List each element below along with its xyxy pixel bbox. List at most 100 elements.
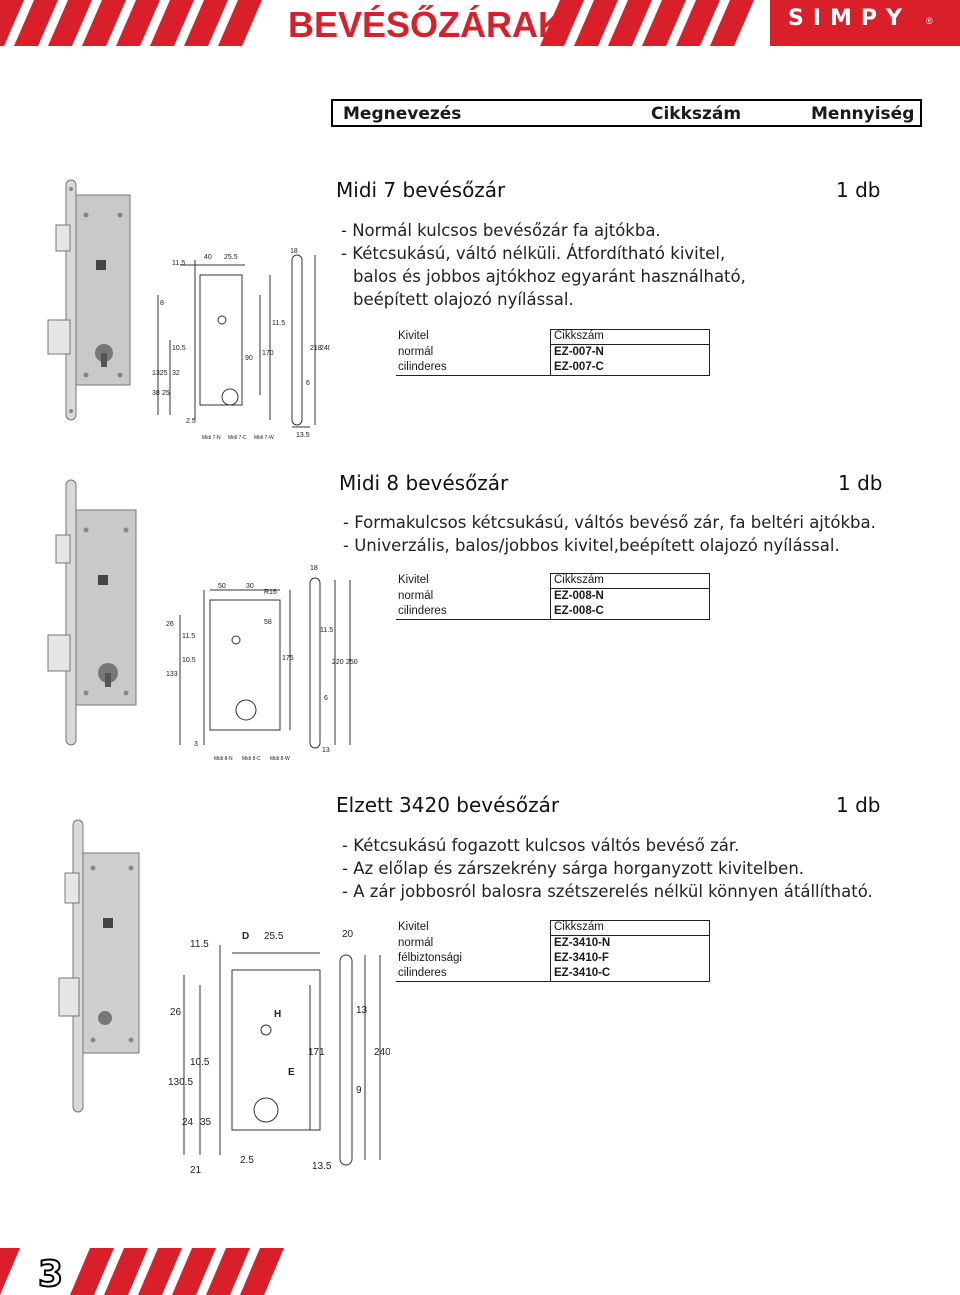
svg-text:Midi 8-C: Midi 8-C [242,756,261,762]
svg-text:Midi 8-W: Midi 8-W [270,756,290,762]
svg-text:24: 24 [182,1117,194,1128]
product-description: - Kétcsukású fogazott kulcsos váltós bev… [342,834,873,903]
svg-text:90: 90 [245,355,253,362]
table-cell-code: EZ-007-N [554,346,604,358]
technical-drawing-midi7: 11.5 40 25.5 18 8 1325 10.5 32 38 25 170… [152,248,330,441]
description-line: - Az előlap és zárszekrény sárga horgany… [342,859,805,878]
product-description: - Normál kulcsos bevésőzár fa ajtókba. -… [341,219,746,311]
svg-text:240: 240 [374,1047,390,1058]
svg-text:13.5: 13.5 [312,1161,332,1172]
svg-text:D: D [242,931,249,942]
svg-text:35: 35 [200,1117,212,1128]
description-line: balos és jobbos ajtókhoz egyaránt haszná… [353,267,746,286]
description-line: beépített olajozó nyílással. [353,290,574,309]
svg-text:26: 26 [170,1007,182,1018]
svg-text:240: 240 [320,345,330,352]
svg-text:9: 9 [356,1085,362,1096]
table-header-kind: Kivitel [398,921,429,933]
svg-text:Midi 7-W: Midi 7-W [254,435,274,441]
svg-text:8: 8 [160,300,164,307]
svg-text:10.5: 10.5 [172,345,186,352]
svg-text:218: 218 [310,345,322,352]
svg-text:25.5: 25.5 [264,931,284,942]
svg-text:11.5: 11.5 [182,633,195,640]
table-header-code: Cikkszám [554,330,604,342]
header-stripes [0,0,960,46]
table-cell-code: EZ-008-N [554,590,604,602]
dim-label: 11.5 [172,260,185,267]
description-line: - Formakulcsos kétcsukású, váltós bevéső… [343,513,876,532]
table-cell-code: EZ-007-C [554,361,604,373]
product-photo-midi7 [47,179,131,421]
page-header: BEVÉSŐZÁRAK SIMPY ® [0,0,960,46]
svg-text:11.5: 11.5 [320,627,333,634]
variant-table: Kivitel Cikkszám normál EZ-008-N cilinde… [396,573,710,620]
svg-text:3: 3 [194,741,198,748]
table-cell-kind: normál [398,937,434,949]
svg-text:130.5: 130.5 [168,1077,193,1088]
svg-text:30: 30 [246,583,254,590]
description-line: - Kétcsukású fogazott kulcsos váltós bev… [342,836,740,855]
brand-logo: SIMPY [788,6,911,31]
column-header-quantity: Mennyiség [811,104,915,124]
technical-drawing-elzett3420: 11.5 D 25.5 20 26 H 13 10.5 130.5 E 171 … [168,929,390,1175]
svg-text:38: 38 [152,390,160,397]
svg-text:20: 20 [342,929,354,940]
svg-text:6: 6 [306,380,310,387]
column-header-code: Cikkszám [651,104,742,124]
product-quantity: 1 db [836,793,881,817]
svg-text:32: 32 [172,370,180,377]
svg-text:58: 58 [264,619,272,626]
svg-text:25.5: 25.5 [224,254,238,261]
column-header-name: Megnevezés [343,104,462,124]
table-cell-kind: cilinderes [398,605,447,617]
svg-text:13: 13 [356,1005,368,1016]
product-title: Midi 7 bevésőzár [336,178,506,202]
product-photo-midi8 [47,479,137,746]
svg-text:18: 18 [290,248,298,255]
svg-text:11.5: 11.5 [272,320,285,327]
description-line: - Kétcsukású, váltó nélküli. Átfordíthat… [341,244,726,263]
svg-text:10.5: 10.5 [190,1057,210,1068]
svg-text:Midi 7-C: Midi 7-C [228,435,247,441]
table-cell-kind: cilinderes [398,361,447,373]
footer-stripes [0,1248,960,1295]
svg-text:25: 25 [162,390,170,397]
svg-text:Midi 8-N: Midi 8-N [214,756,233,762]
svg-text:13.5: 13.5 [296,432,310,439]
brand-registered-mark: ® [926,16,933,26]
table-cell-kind: normál [398,590,434,602]
table-header-kind: Kivitel [398,574,429,586]
table-header-code: Cikkszám [554,574,604,586]
table-header-kind: Kivitel [398,330,429,342]
svg-text:E: E [288,1067,295,1078]
page-number: 3 [37,1253,64,1295]
svg-text:11.5: 11.5 [190,939,209,950]
variant-table: Kivitel Cikkszám normál EZ-007-N cilinde… [396,329,710,376]
description-line: - Normál kulcsos bevésőzár fa ajtókba. [341,221,661,240]
svg-text:18: 18 [310,565,318,572]
table-cell-code: EZ-008-C [554,605,604,617]
svg-text:170: 170 [262,350,274,357]
table-cell-kind: normál [398,346,434,358]
product-title: Elzett 3420 bevésőzár [336,793,560,817]
variant-table: Kivitel Cikkszám normál EZ-3410-N félbiz… [396,920,710,982]
svg-text:40: 40 [204,254,212,261]
svg-text:13: 13 [322,747,330,754]
product-photo-elzett3420 [58,819,140,1113]
technical-drawing-midi8: 50 30 R16 18 26 11.5 10.5 133 58 175 220… [166,565,358,762]
table-cell-code: EZ-3410-F [554,952,609,964]
product-description: - Formakulcsos kétcsukású, váltós bevéső… [343,511,876,557]
description-line: - Univerzális, balos/jobbos kivitel,beép… [343,536,840,555]
page-title: BEVÉSŐZÁRAK [288,4,565,45]
svg-text:R16: R16 [264,589,277,596]
table-cell-code: EZ-3410-N [554,937,611,949]
description-line: - A zár jobbosról balosra szétszerelés n… [342,882,873,901]
svg-text:175: 175 [282,655,294,662]
svg-text:H: H [274,1009,281,1020]
svg-text:50: 50 [218,583,226,590]
svg-text:2.5: 2.5 [240,1155,254,1166]
table-cell-kind: cilinderes [398,967,447,979]
product-quantity: 1 db [836,178,881,202]
svg-text:21: 21 [190,1165,202,1175]
